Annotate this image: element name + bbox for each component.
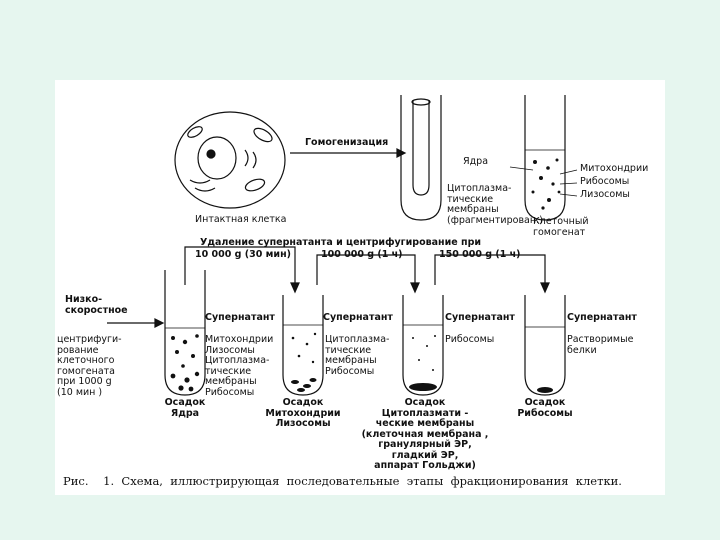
low-speed-description: центрифуги- рование клеточного гомогенат… <box>57 334 122 398</box>
figure-sheet: Интактная клетка Гомогенизация Ядра Цито… <box>55 80 665 495</box>
ribosomes-label: Рибосомы <box>580 176 630 187</box>
intact-cell-membrane <box>174 111 286 209</box>
speed-1: 10 000 g (30 мин) <box>195 249 291 260</box>
supernatant-2-contents: Цитоплазма- тические мембраны Рибосомы <box>325 334 390 377</box>
homogenizer-pestle <box>412 100 430 196</box>
figure-caption: Рис. 1. Схема, иллюстрирующая последоват… <box>63 474 622 488</box>
mitochondrion-2 <box>244 178 266 192</box>
nuclei-label: Ядра <box>463 156 489 167</box>
sediment-4-label: Осадок Рибосомы <box>517 397 573 419</box>
arrow-3 <box>434 254 546 285</box>
supernatant-4-label: Супернатант <box>567 312 637 323</box>
nucleolus <box>206 149 216 159</box>
tube-1 <box>164 270 206 396</box>
intact-cell-label: Интактная клетка <box>195 214 287 225</box>
mitochondrion-3 <box>187 126 203 138</box>
mitochondrion-1 <box>253 127 273 143</box>
tube-3-particles <box>409 335 437 391</box>
tube-2-particles <box>291 332 317 392</box>
supernatant-3-contents: Рибосомы <box>445 334 495 345</box>
homogenate-tube <box>524 95 566 221</box>
tube-1-particles <box>170 334 200 392</box>
supernatant-1-label: Супернатант <box>205 312 275 323</box>
sediment-3-label: Осадок Цитоплазмати - ческие мембраны (к… <box>361 397 489 471</box>
tube-4 <box>524 295 566 396</box>
pestle-rotation <box>411 98 431 106</box>
er-lines <box>189 149 257 192</box>
mitochondria-label: Митохондрии <box>580 163 649 174</box>
supernatant-4-contents: Растворимые белки <box>567 334 634 356</box>
cell-nucleus <box>197 136 237 180</box>
tube-3 <box>402 295 444 396</box>
diagram-graphics <box>107 95 578 396</box>
speed-3: 150 000 g (1 ч) <box>439 249 521 260</box>
removal-title: Удаление супернатанта и центрифугировани… <box>200 237 482 248</box>
sediment-2-label: Осадок Митохондрии Лизосомы <box>265 397 341 429</box>
low-speed-label: Низко- скоростное <box>65 294 128 316</box>
sediment-1-label: Осадок Ядра <box>164 397 206 419</box>
arrow-2 <box>316 254 416 285</box>
homogenization-label: Гомогенизация <box>305 137 389 148</box>
fragmented-membranes-label: Цитоплазма- тические мембраны (фрагменти… <box>447 183 543 226</box>
supernatant-1-contents: Митохондрии Лизосомы Цитоплазма- тически… <box>205 334 274 398</box>
homogenate-particles <box>531 158 561 210</box>
homogenizer-tube <box>400 95 442 221</box>
homogenate-label: Клеточный гомогенат <box>533 216 589 238</box>
supernatant-3-label: Супернатант <box>445 312 515 323</box>
tube-2 <box>282 295 324 396</box>
supernatant-2-label: Супернатант <box>323 312 393 323</box>
speed-2: 100 000 g (1 ч) <box>321 249 403 260</box>
tube-4-sediment <box>537 387 553 393</box>
arrow-1 <box>184 246 296 285</box>
lysosomes-label: Лизосомы <box>580 189 630 200</box>
